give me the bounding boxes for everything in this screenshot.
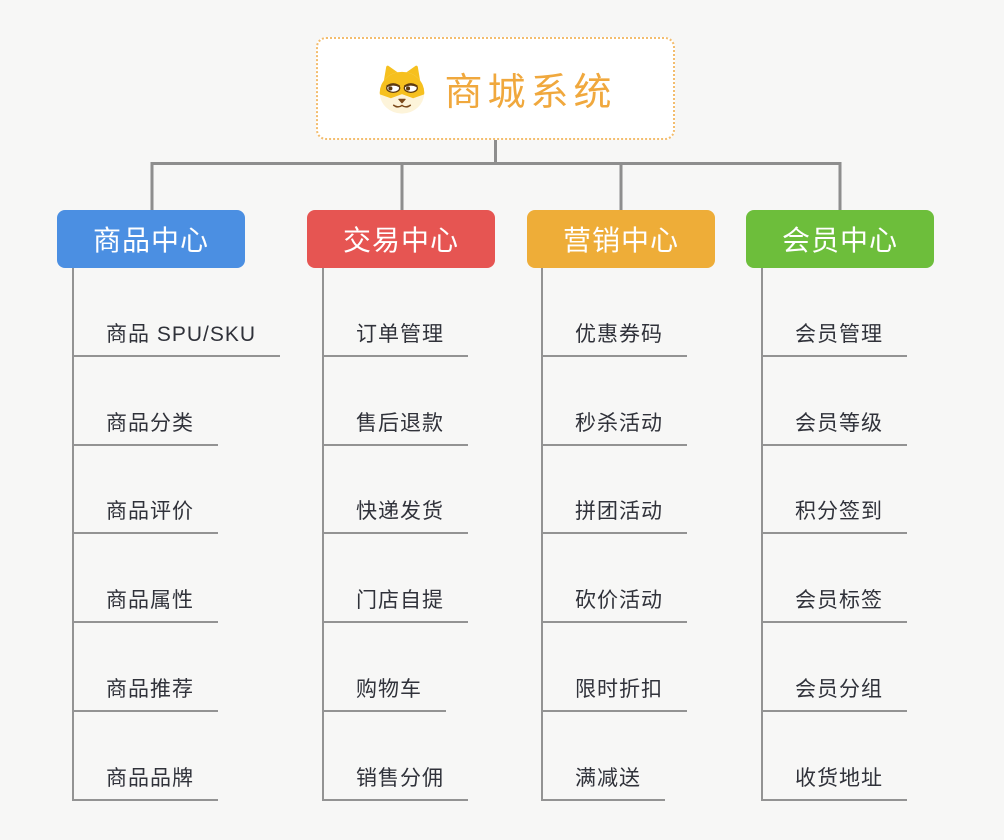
branch-children-marketing-center: 优惠券码 秒杀活动 拼团活动 砍价活动 限时折扣 满减送 (541, 268, 687, 801)
leaf-topic[interactable]: 砍价活动 (543, 534, 687, 624)
leaf-topic-label: 商品推荐 (74, 673, 218, 712)
root-topic[interactable]: 商城系统 (316, 37, 675, 140)
connector-lines (150, 140, 842, 210)
branch-header-member-center[interactable]: 会员中心 (746, 210, 934, 268)
leaf-topic[interactable]: 秒杀活动 (543, 357, 687, 446)
leaf-topic-label: 门店自提 (324, 584, 468, 624)
branch-header-marketing-center[interactable]: 营销中心 (527, 210, 715, 268)
leaf-topic[interactable]: 门店自提 (324, 534, 468, 624)
leaf-topic[interactable]: 满减送 (543, 712, 687, 801)
leaf-topic[interactable]: 商品推荐 (74, 623, 280, 712)
branch-header-product-center[interactable]: 商品中心 (57, 210, 245, 268)
leaf-topic[interactable]: 商品评价 (74, 446, 280, 535)
branch-children-product-center: 商品 SPU/SKU 商品分类 商品评价 商品属性 商品推荐 商品品牌 (72, 268, 281, 801)
branch-children-member-center: 会员管理 会员等级 积分签到 会员标签 会员分组 收货地址 (761, 268, 907, 801)
leaf-topic[interactable]: 快递发货 (324, 446, 468, 535)
leaf-topic[interactable]: 会员管理 (763, 268, 907, 357)
leaf-topic[interactable]: 商品属性 (74, 534, 280, 624)
leaf-topic-label: 商品 SPU/SKU (74, 318, 281, 357)
leaf-topic-label: 优惠券码 (543, 318, 687, 357)
leaf-topic-label: 秒杀活动 (543, 407, 687, 446)
leaf-topic[interactable]: 会员等级 (763, 357, 907, 446)
shiba-dog-icon (380, 65, 425, 114)
leaf-topic[interactable]: 销售分佣 (324, 712, 468, 801)
branch-header-trade-center[interactable]: 交易中心 (307, 210, 495, 268)
root-topic-title: 商城系统 (444, 72, 617, 114)
leaf-topic-label: 购物车 (324, 673, 446, 712)
leaf-topic-label: 限时折扣 (543, 673, 687, 712)
leaf-topic-label: 商品属性 (74, 584, 218, 624)
leaf-topic[interactable]: 拼团活动 (543, 446, 687, 535)
leaf-topic-label: 会员分组 (763, 673, 907, 712)
leaf-topic-label: 满减送 (543, 762, 665, 801)
leaf-topic[interactable]: 商品分类 (74, 357, 280, 446)
leaf-topic[interactable]: 购物车 (324, 623, 468, 712)
leaf-topic[interactable]: 限时折扣 (543, 623, 687, 712)
branch-children-trade-center: 订单管理 售后退款 快递发货 门店自提 购物车 销售分佣 (322, 268, 468, 801)
leaf-topic[interactable]: 积分签到 (763, 446, 907, 535)
leaf-topic-label: 商品分类 (74, 407, 218, 446)
leaf-topic-label: 商品评价 (74, 495, 218, 535)
leaf-topic-label: 会员等级 (763, 407, 907, 446)
leaf-topic-label: 商品品牌 (74, 762, 218, 801)
leaf-topic[interactable]: 售后退款 (324, 357, 468, 446)
leaf-topic-label: 会员标签 (763, 584, 907, 624)
leaf-topic-label: 会员管理 (763, 318, 907, 357)
leaf-topic[interactable]: 商品 SPU/SKU (74, 268, 281, 357)
leaf-topic[interactable]: 会员标签 (763, 534, 907, 624)
leaf-topic-label: 拼团活动 (543, 495, 687, 535)
leaf-topic-label: 订单管理 (324, 318, 468, 357)
leaf-topic[interactable]: 优惠券码 (543, 268, 687, 357)
leaf-topic-label: 销售分佣 (324, 762, 468, 801)
leaf-topic[interactable]: 商品品牌 (74, 712, 280, 801)
leaf-topic[interactable]: 收货地址 (763, 712, 907, 801)
leaf-topic[interactable]: 订单管理 (324, 268, 468, 357)
leaf-topic-label: 砍价活动 (543, 584, 687, 624)
leaf-topic-label: 积分签到 (763, 495, 907, 535)
leaf-topic-label: 收货地址 (763, 762, 907, 801)
leaf-topic-label: 快递发货 (324, 495, 468, 535)
leaf-topic[interactable]: 会员分组 (763, 623, 907, 712)
leaf-topic-label: 售后退款 (324, 407, 468, 446)
